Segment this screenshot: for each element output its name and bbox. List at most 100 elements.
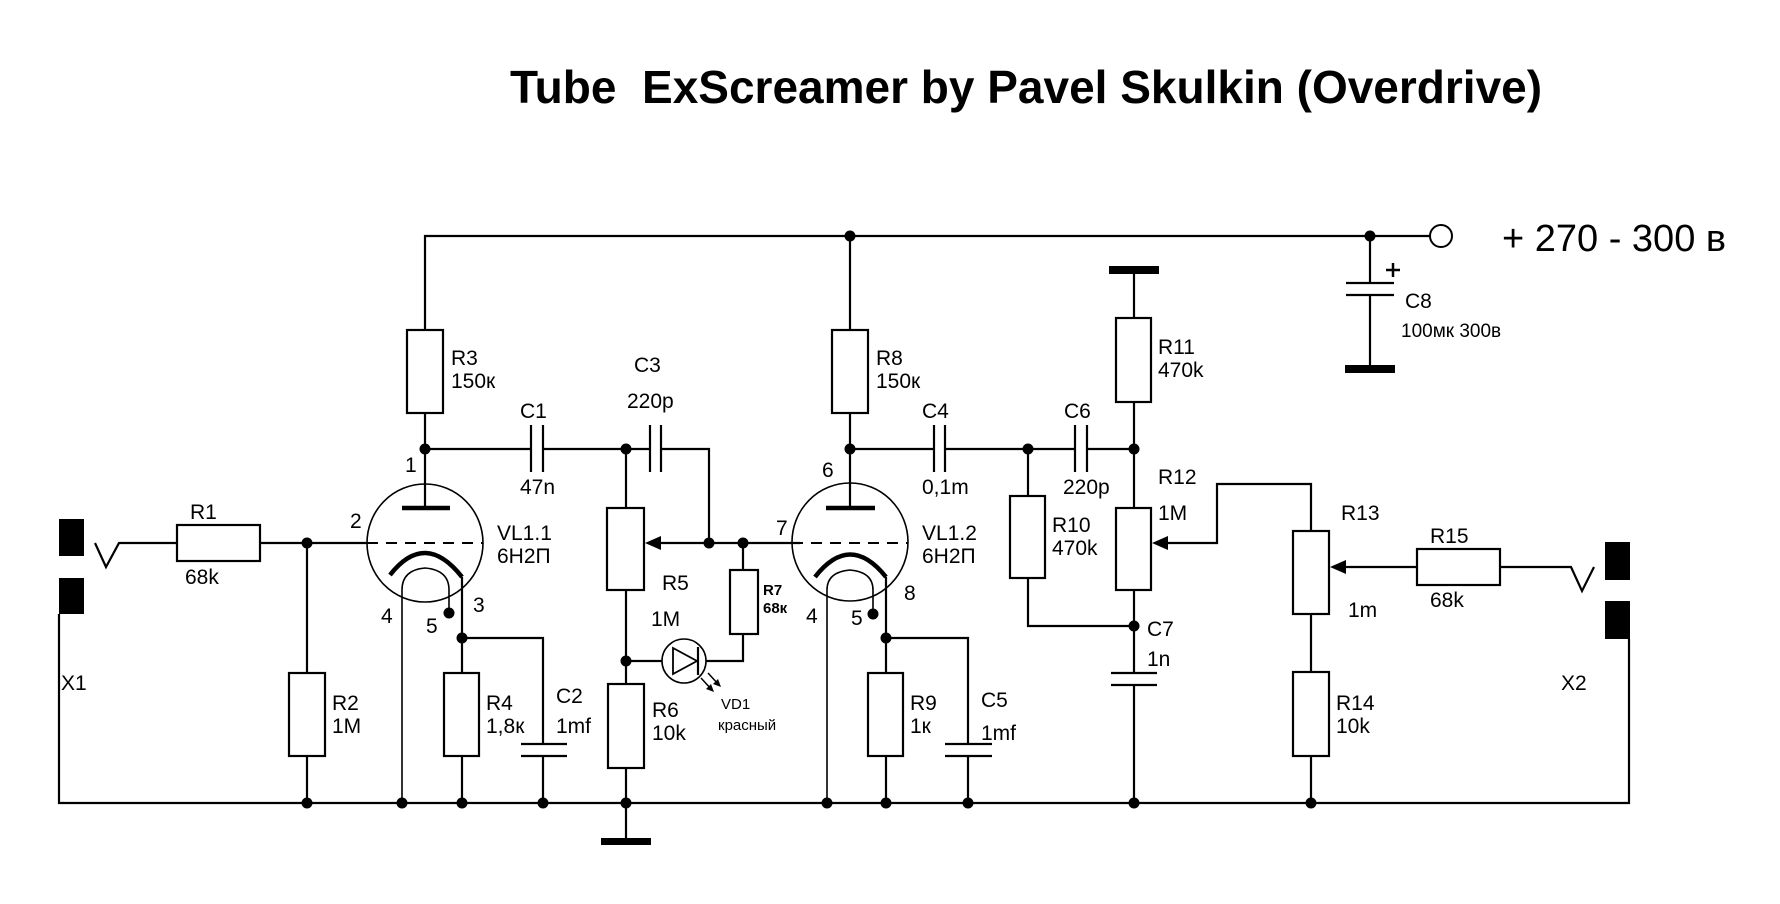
resistor-r9 xyxy=(866,671,905,758)
input-jack-x1 xyxy=(59,519,177,614)
vl12-pin-cathode: 8 xyxy=(904,582,916,605)
resistor-r1 xyxy=(175,523,262,563)
supply-terminal xyxy=(1429,224,1453,248)
r4-ref: R4 xyxy=(486,692,513,715)
c3-value: 220p xyxy=(627,390,674,413)
c4-value: 0,1m xyxy=(922,476,969,499)
r5-value: 1M xyxy=(651,608,680,631)
r2-value: 1M xyxy=(332,715,361,738)
r3-ref: R3 xyxy=(451,347,478,370)
schematic-title: Tube ExScreamer by Pavel Skulkin (Overdr… xyxy=(510,61,1542,113)
resistor-r8 xyxy=(830,328,870,415)
c8-value: 100мк 300в xyxy=(1401,321,1501,342)
r10-value: 470k xyxy=(1052,537,1098,560)
ground-symbol xyxy=(1345,365,1395,373)
r12-ref: R12 xyxy=(1158,466,1197,489)
c1-ref: C1 xyxy=(520,400,547,423)
resistor-r4 xyxy=(442,671,481,758)
vl12-pin-heater-b: 5 xyxy=(851,607,863,630)
light-emission-arrows-icon xyxy=(700,672,721,692)
r1-value: 68k xyxy=(185,566,219,589)
c2-ref: C2 xyxy=(556,685,583,708)
r1-ref: R1 xyxy=(190,501,217,524)
vd1-ref: VD1 xyxy=(721,696,750,713)
resistor-r14 xyxy=(1291,670,1331,758)
tube-vl1-2 xyxy=(791,482,909,803)
c5-value: 1mf xyxy=(981,722,1016,745)
output-jack-x2 xyxy=(1500,542,1630,639)
capacitor-c8 xyxy=(1345,236,1400,373)
r3-value: 150к xyxy=(451,370,496,393)
resistor-r15 xyxy=(1415,547,1502,587)
c7-value: 1n xyxy=(1147,648,1170,671)
r15-value: 68k xyxy=(1430,589,1464,612)
resistor-r2 xyxy=(287,671,327,758)
potentiometer-r13 xyxy=(1291,529,1331,616)
r4-value: 1,8к xyxy=(486,715,525,738)
wiper-arrow-icon xyxy=(645,536,661,550)
r14-value: 10k xyxy=(1336,715,1370,738)
capacitor-c7 xyxy=(1111,671,1157,803)
r10-ref: R10 xyxy=(1052,514,1091,537)
supply-voltage-label: + 270 - 300 в xyxy=(1502,218,1726,260)
r11-ref: R11 xyxy=(1158,336,1195,359)
r12-value: 1M xyxy=(1158,502,1187,525)
potentiometer-r5 xyxy=(605,506,646,592)
r2-ref: R2 xyxy=(332,692,359,715)
capacitor-c3 xyxy=(648,425,663,472)
wiper-arrow-icon xyxy=(1152,536,1168,550)
ground-symbol xyxy=(601,838,651,845)
ground-rail xyxy=(57,614,1631,845)
resistor-r11 xyxy=(1114,316,1153,404)
resistor-r7 xyxy=(728,568,760,636)
r13-ref: R13 xyxy=(1341,502,1380,525)
vl11-pin-cathode: 3 xyxy=(473,594,485,617)
x1-ref: X1 xyxy=(61,672,87,695)
vd1-note: красный xyxy=(718,717,776,734)
c6-value: 220p xyxy=(1063,476,1110,499)
vl12-type: 6Н2П xyxy=(922,545,976,568)
r7-value: 68к xyxy=(763,600,788,617)
r6-ref: R6 xyxy=(652,699,679,722)
r9-value: 1к xyxy=(910,715,932,738)
c1-value: 47n xyxy=(520,476,555,499)
c4-ref: C4 xyxy=(922,400,949,423)
capacitor-c6 xyxy=(1073,425,1089,472)
led-vd1 xyxy=(661,638,721,692)
capacitor-c2 xyxy=(521,742,567,803)
capacitor-c5 xyxy=(945,742,992,803)
r6-value: 10k xyxy=(652,722,686,745)
c7-ref: C7 xyxy=(1147,618,1174,641)
vl11-type: 6Н2П xyxy=(497,545,551,568)
supply-rail xyxy=(423,230,1430,330)
r11-value: 470k xyxy=(1158,359,1204,382)
vl11-ref: VL1.1 xyxy=(497,522,552,545)
vl12-pin-anode: 6 xyxy=(822,459,834,482)
vl12-pin-heater-a: 4 xyxy=(806,605,818,628)
vl12-pin-grid: 7 xyxy=(776,517,788,540)
resistor-r10 xyxy=(1008,494,1047,580)
r7-ref: R7 xyxy=(763,582,782,599)
vl11-pin-heater-a: 4 xyxy=(381,605,393,628)
capacitor-c1 xyxy=(529,425,545,472)
r8-value: 150к xyxy=(876,370,921,393)
r8-ref: R8 xyxy=(876,347,903,370)
c8-ref: C8 xyxy=(1405,290,1432,313)
r13-value: 1m xyxy=(1348,599,1377,622)
c3-ref: C3 xyxy=(634,354,661,377)
c6-ref: C6 xyxy=(1064,400,1091,423)
resistor-r6 xyxy=(606,682,646,770)
vl11-pin-grid: 2 xyxy=(350,510,362,533)
vl11-pin-heater-b: 5 xyxy=(426,615,438,638)
resistor-r3 xyxy=(405,328,445,415)
r9-ref: R9 xyxy=(910,692,937,715)
c2-value: 1mf xyxy=(556,715,591,738)
wiper-arrow-icon xyxy=(1330,560,1346,574)
capacitor-c4 xyxy=(932,425,947,472)
vl11-pin-anode: 1 xyxy=(405,454,417,477)
tube-vl1-1 xyxy=(366,483,484,803)
r5-ref: R5 xyxy=(662,572,689,595)
x2-ref: X2 xyxy=(1561,672,1587,695)
r14-ref: R14 xyxy=(1336,692,1375,715)
